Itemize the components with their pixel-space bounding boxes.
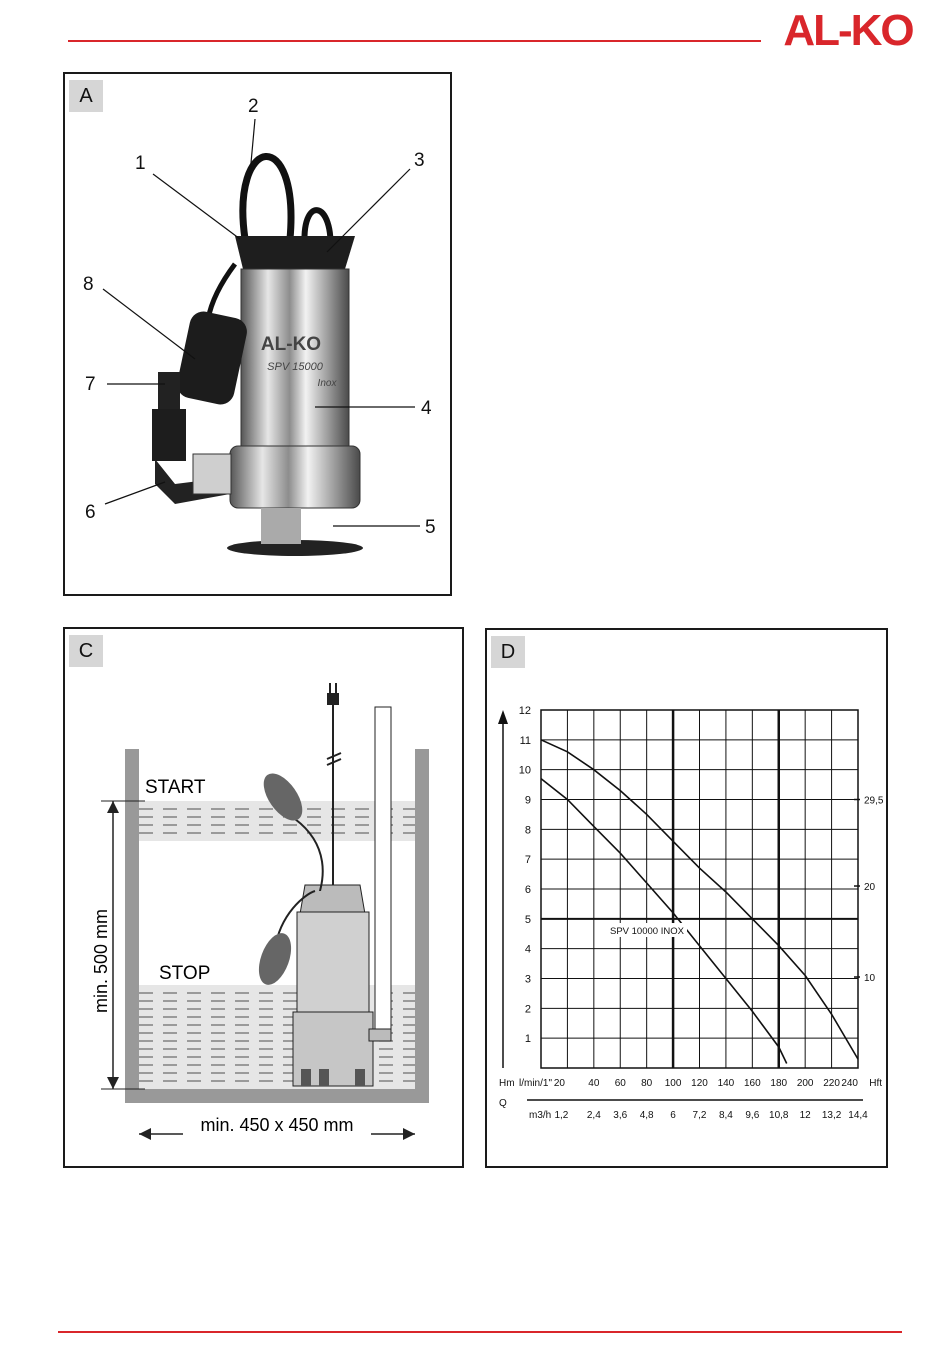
outlet-nozzle [158, 372, 180, 412]
x2-tick-label: 3,6 [613, 1110, 627, 1121]
x-tick-label: 180 [770, 1078, 787, 1089]
callout-3: 3 [414, 150, 425, 171]
header-rule [68, 40, 761, 42]
y-axis-label: Hm [499, 1078, 515, 1089]
float-switch [174, 309, 249, 407]
q-label: Q [499, 1098, 507, 1109]
product-model: SPV 15000 [267, 361, 324, 373]
x-tick-label: 140 [718, 1078, 735, 1089]
callout-5: 5 [425, 517, 436, 538]
curve-annotation: SPV 10000 INOX [610, 926, 685, 937]
footer-rule [58, 1331, 902, 1333]
y-tick-label: 5 [525, 914, 531, 926]
x-tick-label: 100 [665, 1078, 682, 1089]
x-axis-label: l/min/1" [519, 1078, 552, 1089]
callout-6: 6 [85, 502, 96, 523]
x2-tick-label: 13,2 [822, 1110, 842, 1121]
callout-4: 4 [421, 398, 432, 419]
pump-illustration: AL-KO SPV 15000 Inox 1 2 3 4 5 6 7 8 [65, 74, 454, 598]
right-tick-label: 10 [864, 973, 876, 984]
x2-tick-label: 8,4 [719, 1110, 733, 1121]
x-tick-label: 120 [691, 1078, 708, 1089]
x2-tick-label: 14,4 [848, 1110, 868, 1121]
y-tick-label: 4 [525, 944, 531, 956]
float-stop [253, 929, 298, 989]
x2-tick-label: 2,4 [587, 1110, 601, 1121]
product-variant: Inox [318, 378, 338, 389]
y-tick-label: 12 [519, 705, 531, 717]
y-tick-label: 1 [525, 1033, 531, 1045]
x-tick-label: 40 [588, 1078, 600, 1089]
installation-diagram: START STOP min. 500 mm min. 450 x 450 mm [65, 629, 466, 1170]
y-tick-label: 9 [525, 795, 531, 807]
callout-8: 8 [83, 274, 94, 295]
svg-text:AL-KO: AL-KO [783, 6, 913, 52]
x-tick-label: 220 [823, 1078, 840, 1089]
y-tick-label: 2 [525, 1003, 531, 1015]
x2-tick-label: 10,8 [769, 1110, 789, 1121]
x-tick-label: 200 [797, 1078, 814, 1089]
right-tick-label: 29,5 [864, 796, 884, 807]
y-tick-label: 7 [525, 854, 531, 866]
product-logo: AL-KO [261, 334, 321, 355]
x-tick-label: 240 [841, 1078, 858, 1089]
x-tick-label: 160 [744, 1078, 761, 1089]
y-tick-label: 11 [520, 735, 531, 747]
y-tick-label: 6 [525, 884, 531, 896]
figure-c-panel: C [63, 627, 464, 1168]
stop-label: STOP [159, 963, 210, 984]
x-unit-right: Hft [869, 1078, 882, 1089]
x2-tick-label: 12 [800, 1110, 812, 1121]
x-tick-label: 80 [641, 1078, 653, 1089]
x2-tick-label: 6 [670, 1110, 676, 1121]
x2-tick-label: 4,8 [640, 1110, 654, 1121]
performance-curve-2 [541, 779, 787, 1064]
q-unit-label: m3/h [529, 1110, 551, 1121]
x-tick-label: 20 [554, 1078, 566, 1089]
start-label: START [145, 777, 206, 798]
y-tick-label: 10 [519, 765, 531, 777]
callout-7: 7 [85, 374, 96, 395]
callout-1: 1 [135, 153, 146, 174]
y-tick-label: 8 [525, 824, 531, 836]
figure-a-panel: A AL-KO SPV 150 [63, 72, 452, 596]
right-tick-label: 20 [864, 882, 876, 893]
height-label: min. 500 mm [91, 909, 111, 1013]
x-tick-label: 60 [615, 1078, 627, 1089]
x2-tick-label: 9,6 [745, 1110, 759, 1121]
x2-tick-label: 7,2 [693, 1110, 707, 1121]
callout-2: 2 [248, 96, 259, 117]
y-tick-label: 3 [525, 974, 531, 986]
width-label: min. 450 x 450 mm [200, 1115, 353, 1135]
al-ko-logo: AL-KO [778, 6, 918, 52]
x2-tick-label: 1,2 [554, 1110, 568, 1121]
y-axis-arrowhead [498, 710, 508, 724]
